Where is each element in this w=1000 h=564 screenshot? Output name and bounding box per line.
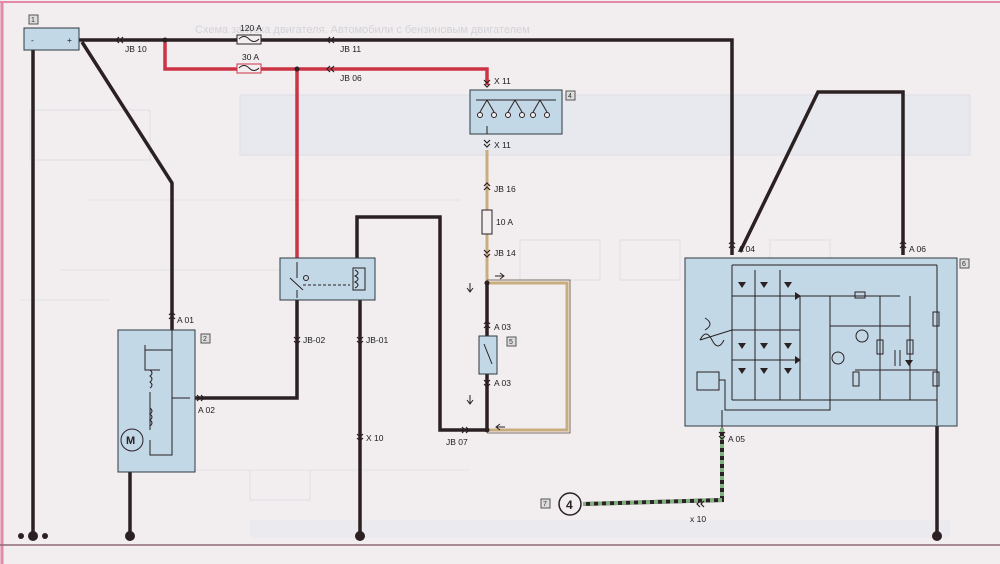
component-4-number: 4 [568, 93, 572, 100]
junction-dot-red [294, 66, 300, 72]
label-jb02: JB-02 [303, 335, 325, 345]
label-jb01: JB-01 [366, 335, 388, 345]
junction-dot-switch [484, 280, 490, 286]
label-x11-bottom: X 11 [494, 140, 511, 150]
label-a01: A 01 [177, 315, 194, 325]
battery-plus-label: + [67, 35, 72, 45]
junction-dot-main [162, 37, 168, 43]
fuse-10a: 10 A [481, 209, 513, 235]
label-jb14: JB 14 [494, 248, 516, 258]
battery-minus-label: - [31, 35, 34, 45]
fuse-30a: 30 A [236, 52, 262, 74]
label-x10-mid: X 10 [366, 433, 384, 443]
connector-chevrons [115, 36, 907, 508]
label-a03-top: A 03 [494, 322, 511, 332]
component-5-clutch-switch: 5 [478, 335, 517, 375]
label-x10-bottom: x 10 [690, 514, 706, 524]
component-5-number: 5 [509, 339, 513, 346]
component-7-connector: 7 4 [540, 492, 582, 516]
ground-point-battery-right [42, 533, 48, 539]
component-2-starter: 2 M [117, 329, 211, 473]
label-jb11: JB 11 [340, 44, 361, 54]
sensor-wire-striped [582, 428, 724, 506]
signal-arrows [466, 272, 505, 431]
ground-point-starter [125, 531, 135, 541]
ground-point-generator [932, 531, 942, 541]
fuse-120a: 120 A [236, 23, 262, 45]
component-6-number: 6 [962, 261, 966, 268]
component-1-battery: - + 1 [23, 14, 80, 51]
background-ghost-layer: Схема запуска двигателя. Автомобили с бе… [20, 24, 971, 538]
black-wires [31, 38, 939, 536]
tan-wire-outline [487, 279, 571, 434]
faded-header-text: Схема запуска двигателя. Автомобили с бе… [195, 24, 530, 36]
component-3-starter-relay [279, 257, 376, 301]
starter-motor-symbol [120, 428, 144, 452]
ground-point-battery-left [18, 533, 24, 539]
label-jb06: JB 06 [340, 73, 362, 83]
label-a06: A 06 [909, 244, 926, 254]
label-a04: A 04 [738, 244, 755, 254]
fuse-30a-label: 30 A [242, 52, 259, 62]
label-a02: A 02 [198, 405, 215, 415]
fuse-120a-label: 120 A [240, 23, 262, 33]
connector-4-circle [558, 492, 582, 516]
connector-labels: JB 10 JB 11 JB 06 X 11 X 11 JB 16 JB 14 … [125, 44, 926, 524]
component-7-number: 7 [543, 501, 547, 508]
ground-point-battery [28, 531, 38, 541]
red-wires [163, 40, 489, 262]
label-x11-top: X 11 [494, 76, 511, 86]
ground-terminals [18, 37, 942, 541]
junction-dot-jb07 [484, 427, 490, 433]
component-4-ignition-switch: 4 [469, 89, 576, 135]
ground-point-relay [355, 531, 365, 541]
fuse-10a-label: 10 A [496, 217, 513, 227]
label-a05: A 05 [728, 434, 745, 444]
label-jb10: JB 10 [125, 44, 147, 54]
connector-4-label: 4 [566, 498, 573, 512]
label-a03-bottom: A 03 [494, 378, 511, 388]
component-6-generator: 6 [684, 257, 970, 428]
component-2-number: 2 [203, 336, 207, 343]
component-1-number: 1 [31, 17, 35, 24]
starter-motor-label: M [126, 435, 135, 447]
label-jb16: JB 16 [494, 184, 516, 194]
label-jb07: JB 07 [446, 437, 468, 447]
